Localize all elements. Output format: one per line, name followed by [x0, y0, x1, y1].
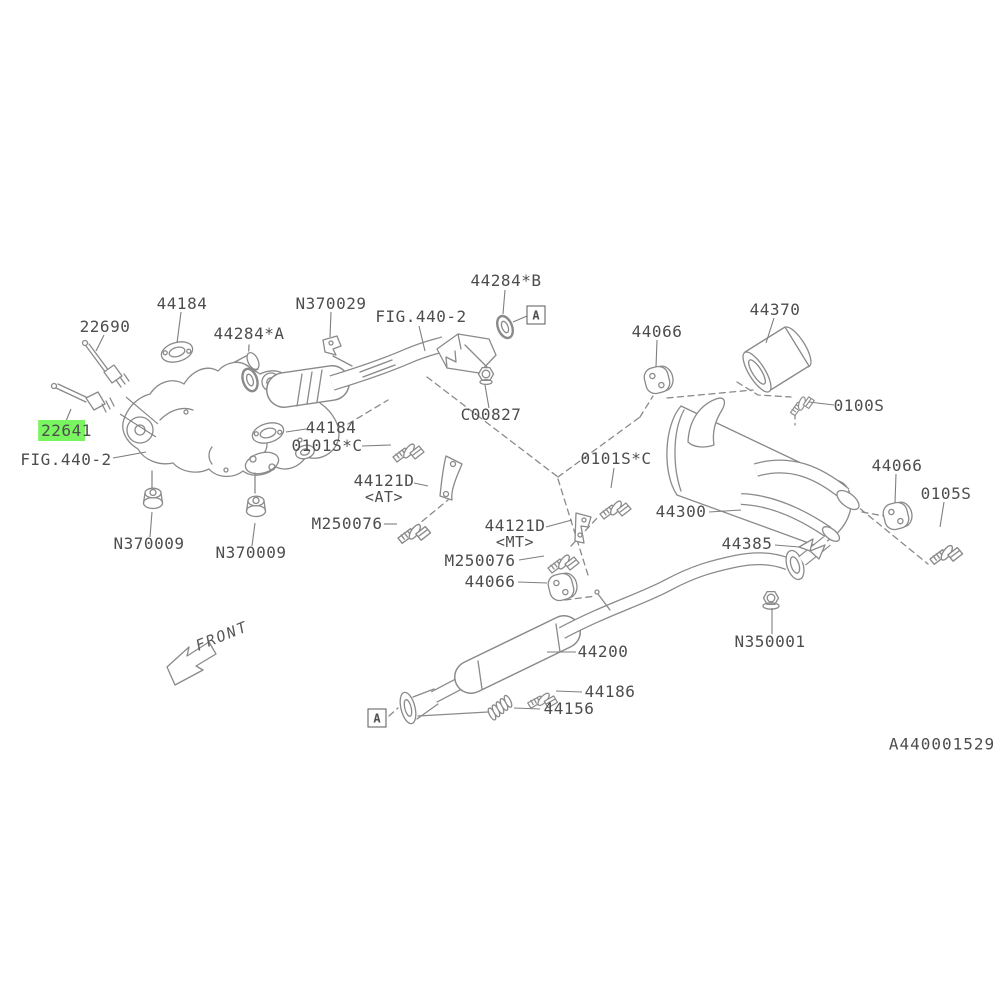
front-pipe-drawing — [261, 333, 497, 408]
leader-lines — [65, 289, 945, 710]
part-label-44066-right: 44066 — [871, 456, 923, 475]
sensor-22641-drawing — [50, 382, 115, 413]
gasket-44284b — [493, 312, 517, 342]
part-number: 44121D — [484, 516, 546, 535]
sensor-22690-drawing — [81, 339, 130, 388]
part-label-n370009-left: N370009 — [113, 534, 185, 553]
part-label-n370029: N370029 — [295, 294, 367, 313]
part-label-0101sc-right: 0101S*C — [580, 449, 652, 468]
nut-n350001-drawing — [762, 590, 780, 610]
hanger-44066-right — [880, 498, 916, 533]
part-label-44121d-at: 44121D <AT> — [354, 473, 415, 505]
part-variant: <AT> — [364, 488, 404, 506]
part-label-22690: 22690 — [79, 317, 131, 336]
part-label-0100s: 0100S — [833, 396, 885, 415]
part-label-fig440-2-top: FIG.440-2 — [375, 307, 467, 326]
assembly-dash-lines — [247, 344, 929, 717]
part-label-c00827: C00827 — [460, 405, 522, 424]
diagram-code: A440001529 — [888, 734, 996, 754]
part-label-0101sc-left: 0101S*C — [291, 436, 363, 455]
part-label-44184-top: 44184 — [156, 294, 208, 313]
part-label-44066-top: 44066 — [631, 322, 683, 341]
bolt-0105s — [929, 543, 964, 566]
part-label-44156: 44156 — [543, 699, 595, 718]
muffler-drawing — [666, 397, 860, 547]
clamp-n370029-drawing — [322, 335, 353, 367]
search-highlight: 22641 — [38, 420, 94, 441]
bolt-m250076-right — [547, 552, 580, 574]
part-number: 44121D — [353, 471, 415, 490]
part-label-44121d-mt: 44121D <MT> — [485, 518, 546, 550]
gasket-44385-drawing — [798, 538, 826, 560]
nut-n370009-right — [245, 495, 267, 518]
part-label-n350001: N350001 — [734, 632, 806, 651]
bolt-m250076-left — [397, 522, 432, 545]
bracket-44121d-mt-drawing — [574, 512, 592, 544]
part-label-0105s: 0105S — [920, 484, 972, 503]
hanger-44066-bottom — [545, 569, 581, 604]
bracket-44121d-at-drawing — [439, 455, 463, 501]
part-label-44186: 44186 — [584, 682, 636, 701]
view-marker-a-bottom: A — [367, 708, 387, 728]
part-label-n370009-right: N370009 — [215, 543, 287, 562]
nut-n370009-left — [142, 487, 164, 510]
part-label-44385: 44385 — [721, 534, 773, 553]
part-label-44284a: 44284*A — [213, 324, 285, 343]
part-label-m250076-left: M250076 — [311, 514, 383, 533]
part-label-fig440-2-left: FIG.440-2 — [20, 450, 112, 469]
view-marker-a-top: A — [526, 305, 546, 325]
bolt-0100s — [786, 392, 818, 418]
part-label-44300: 44300 — [655, 502, 707, 521]
part-label-44200: 44200 — [577, 642, 629, 661]
part-label-44370: 44370 — [749, 300, 801, 319]
part-label-22641-highlighted: 22641 — [38, 420, 94, 441]
part-label-m250076-right: M250076 — [444, 551, 516, 570]
part-variant: <MT> — [495, 533, 535, 551]
part-label-44184-mid: 44184 — [305, 418, 357, 437]
nut-c00827-drawing — [477, 366, 495, 386]
part-label-44066-bottom: 44066 — [464, 572, 516, 591]
bolt-0101sc-right — [599, 498, 632, 520]
tailpipe-cover-drawing — [742, 326, 812, 393]
front-arrow-icon — [166, 641, 217, 686]
bolt-0101sc-left — [392, 441, 425, 463]
hanger-44066-top — [641, 362, 677, 397]
part-label-44284b: 44284*B — [470, 271, 542, 290]
spring-44156-drawing — [487, 694, 513, 721]
center-pipe-drawing — [399, 536, 831, 725]
